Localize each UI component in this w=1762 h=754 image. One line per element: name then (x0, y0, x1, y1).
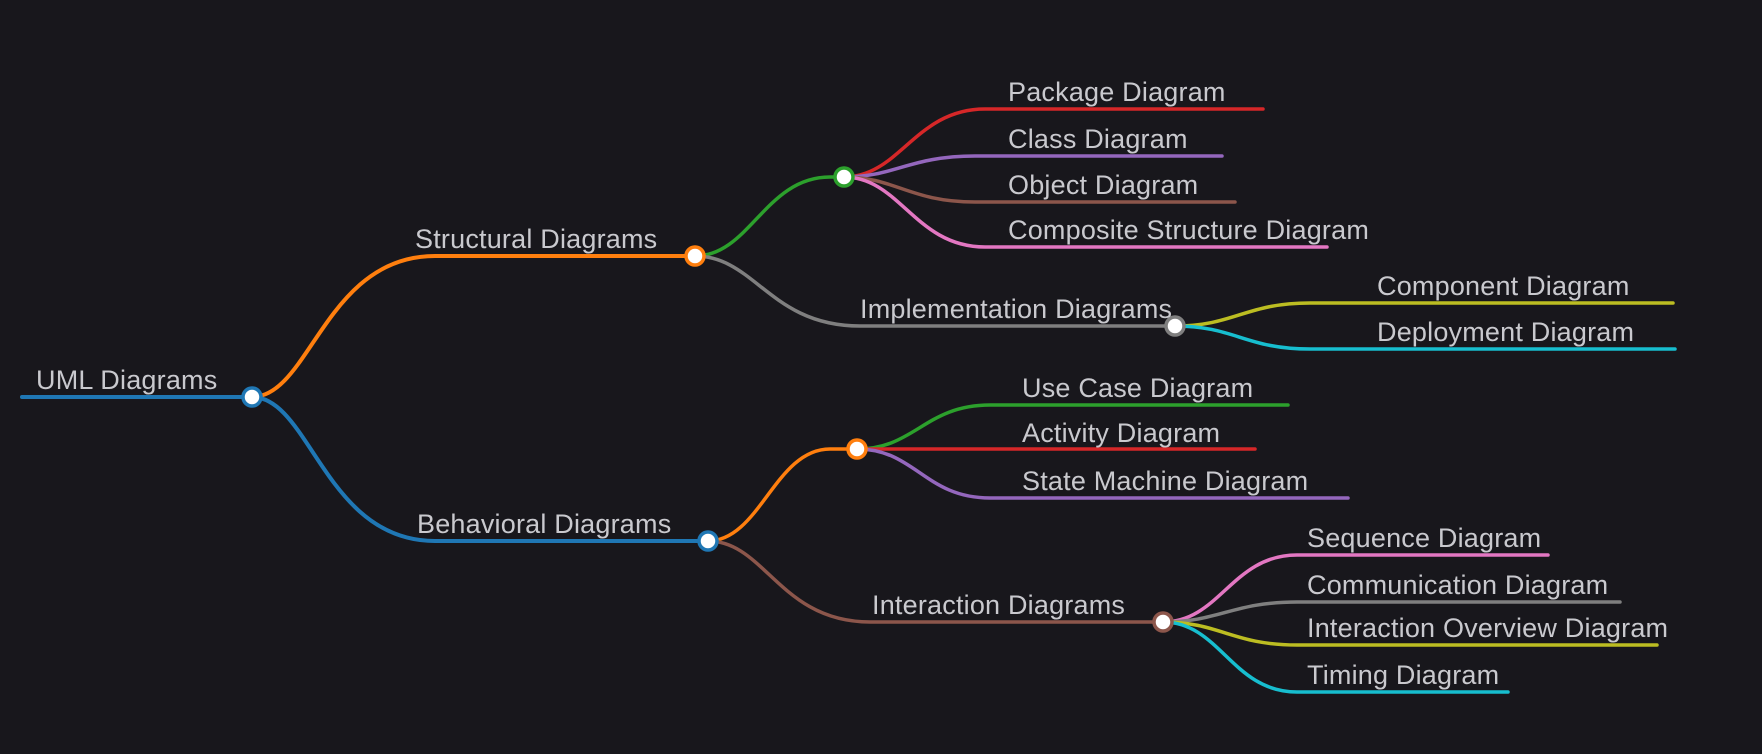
node-label-object: Object Diagram (1008, 170, 1199, 200)
node-label-communication: Communication Diagram (1307, 570, 1609, 600)
node-circle-structural[interactable] (684, 245, 706, 267)
link-structural-group (693, 175, 846, 258)
node-label-sequence: Sequence Diagram (1307, 523, 1542, 553)
link-group-class (842, 154, 1224, 179)
node-label-behavioral: Behavioral Diagrams (417, 509, 672, 539)
link-group-package (842, 107, 1265, 179)
link-interaction-overview (1161, 620, 1659, 647)
link-structural-implementation (693, 254, 1177, 328)
link-root-behavioral (250, 395, 710, 543)
node-circle-behavioral[interactable] (697, 530, 719, 552)
link-implementation-deployment (1173, 324, 1677, 351)
node-label-use-case: Use Case Diagram (1022, 373, 1254, 403)
node-label-structural: Structural Diagrams (415, 224, 658, 254)
node-label-interaction: Interaction Diagrams (872, 590, 1126, 620)
node-circle-implementation[interactable] (1164, 315, 1186, 337)
node-circle-behavioral-group[interactable] (846, 438, 868, 460)
node-label-interaction-overview: Interaction Overview Diagram (1307, 613, 1669, 643)
node-circle-root[interactable] (241, 386, 263, 408)
node-label-component: Component Diagram (1377, 271, 1630, 301)
node-label-implementation: Implementation Diagrams (860, 294, 1173, 324)
node-label-package: Package Diagram (1008, 77, 1226, 107)
node-label-deployment: Deployment Diagram (1377, 317, 1635, 347)
link-root-structural (250, 254, 697, 399)
node-label-root: UML Diagrams (36, 365, 218, 395)
link-implementation-component (1173, 301, 1675, 328)
link-group-state-machine (855, 447, 1350, 500)
node-circle-structural-group[interactable] (833, 166, 855, 188)
node-label-activity: Activity Diagram (1022, 418, 1221, 448)
node-circle-interaction[interactable] (1152, 611, 1174, 633)
link-interaction-communication (1161, 600, 1622, 624)
node-label-timing: Timing Diagram (1307, 660, 1500, 690)
link-behavioral-group (706, 447, 859, 543)
node-label-class: Class Diagram (1008, 124, 1188, 154)
link-interaction-timing (1161, 620, 1510, 694)
link-interaction-sequence (1161, 553, 1550, 624)
link-group-composite (842, 175, 1329, 249)
link-group-use-case (855, 403, 1290, 451)
node-label-composite: Composite Structure Diagram (1008, 215, 1370, 245)
node-label-state-machine: State Machine Diagram (1022, 466, 1309, 496)
link-behavioral-interaction (706, 539, 1165, 624)
